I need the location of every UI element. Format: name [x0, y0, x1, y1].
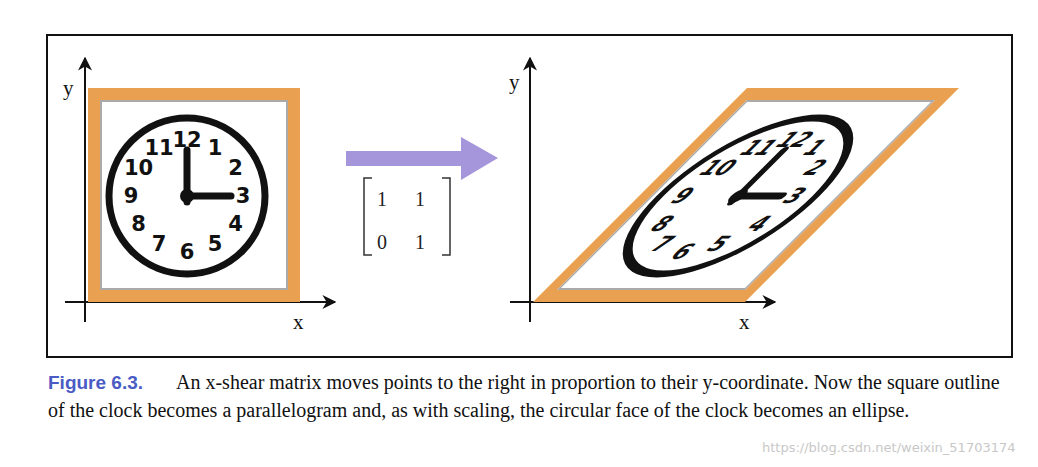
clock-numeral: 6 [664, 242, 700, 263]
axis-label: y [509, 70, 520, 95]
transform-arrow [346, 137, 498, 180]
clock-numeral: 3 [236, 186, 251, 207]
gray-inner-line [101, 101, 287, 289]
matrix-entry: 1 [415, 188, 425, 211]
axis-label: y [63, 76, 74, 101]
clock-numeral: 8 [644, 214, 680, 235]
matrix-entry: 1 [415, 231, 425, 254]
clock-numeral: 7 [152, 234, 167, 255]
clock-numeral: 8 [131, 214, 146, 235]
matrix-brackets [364, 178, 450, 255]
orange-frame [545, 94, 947, 296]
clock-numeral: 10 [692, 158, 742, 179]
clock-numeral: 9 [124, 186, 139, 207]
watermark: https://blog.csdn.net/weixin_51703174 [762, 440, 1016, 455]
original-clock [94, 94, 294, 296]
matrix-entry: 0 [377, 231, 387, 254]
matrix-entry: 1 [377, 188, 387, 211]
clock-numeral: 6 [180, 242, 195, 263]
clock-numeral: 4 [741, 214, 777, 235]
sheared-clock [545, 94, 947, 296]
gray-inner-line [559, 101, 933, 289]
clock-face [582, 118, 894, 274]
clock-numeral: 10 [124, 158, 153, 179]
clock-numeral: 3 [776, 186, 812, 207]
axis-label: x [739, 310, 750, 335]
clock-numeral: 5 [208, 234, 223, 255]
clock-numeral: 11 [144, 137, 173, 158]
clock-numeral: 4 [228, 214, 243, 235]
figure-frame [47, 35, 1012, 357]
orange-frame [94, 94, 294, 296]
left-axes [65, 58, 335, 322]
clock-face: 12 12 3 45678 9 1011 [109, 118, 265, 274]
clock-numeral: 9 [664, 186, 700, 207]
figure-caption: An x-shear matrix moves points to the ri… [48, 368, 1010, 424]
clock-numeral: 2 [797, 158, 833, 179]
clock-center [724, 189, 752, 203]
clock-numeral: 2 [228, 158, 243, 179]
clock-numeral: 12 [172, 130, 201, 151]
figure-number: Figure 6.3. [48, 372, 143, 394]
axis-label: x [293, 310, 304, 335]
clock-numeral: 5 [700, 234, 736, 255]
clock-center [180, 189, 194, 203]
clock-face [109, 118, 265, 274]
clock-numeral: 1 [208, 137, 223, 158]
